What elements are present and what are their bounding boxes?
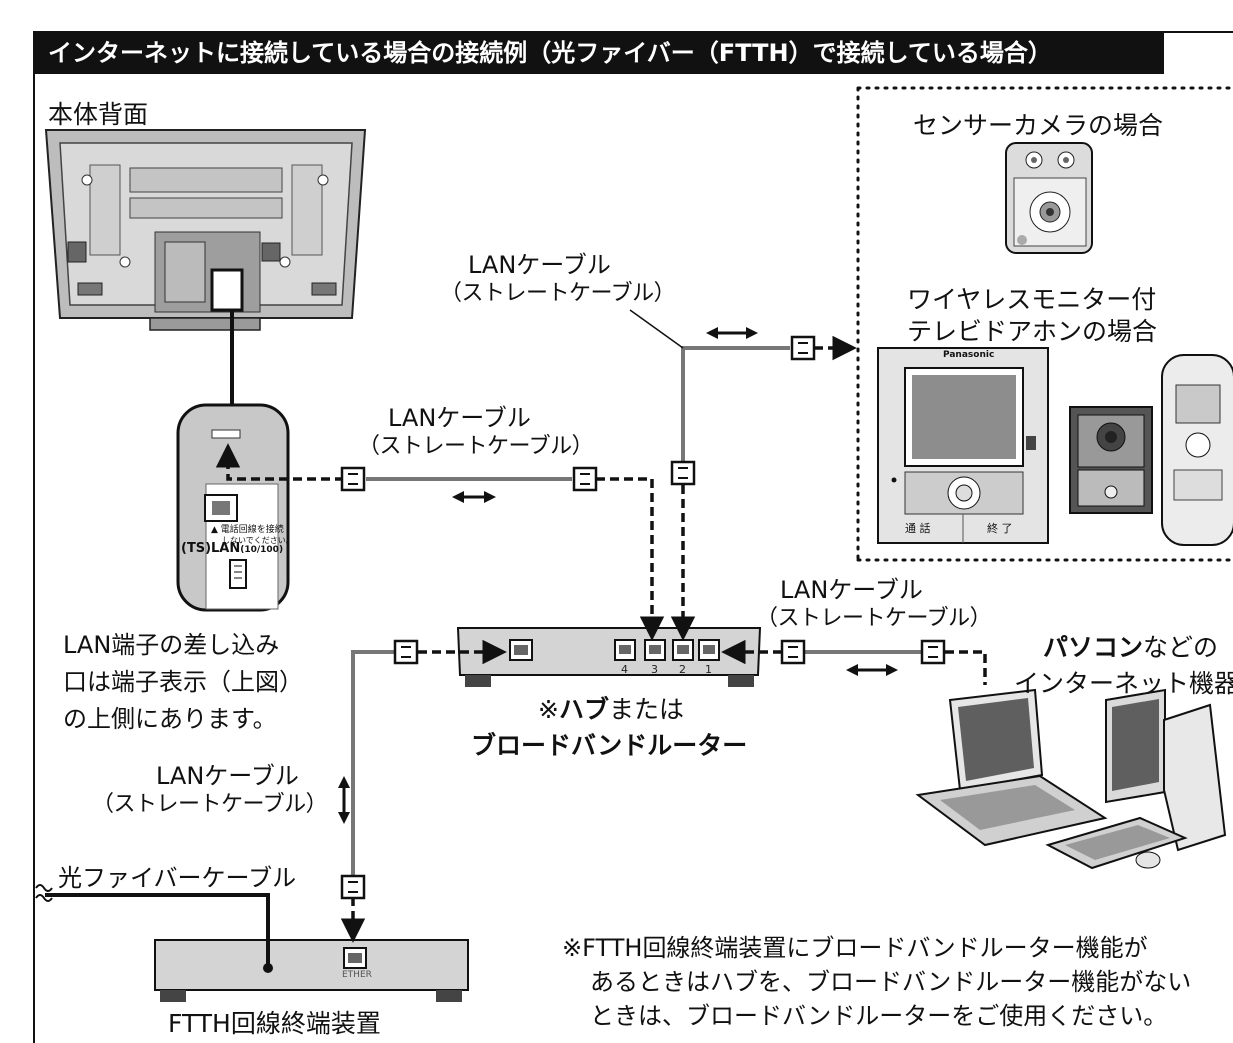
wireless-monitor-label-1: ワイヤレスモニター付 [907, 285, 1157, 314]
terminal-warning-1: ▲ 電話回線を接続 [211, 525, 284, 535]
ether-port-label: ETHER [342, 970, 372, 980]
wireless-monitor-label-2: テレビドアホンの場合 [907, 317, 1158, 346]
intercom-talk-button: 通 話 [905, 522, 931, 535]
terminal-warning-2: しないでください。 [222, 536, 294, 545]
plug-terminal-cable-left [340, 466, 366, 492]
terminal-lan-label: LAN(10/100) [211, 541, 284, 556]
plug-pc-right [920, 639, 946, 665]
hub-port-number: 3 [651, 663, 658, 676]
plug-ftth-bottom [340, 874, 366, 900]
ftth-device-label: FTTH回線終端装置 [168, 1009, 381, 1038]
lan-port-note-3: の上側にあります。 [63, 705, 277, 733]
computer-devices [915, 688, 1227, 870]
lan-port-note-2: 口は端子表示（上図） [63, 668, 303, 696]
hub-label-1: ※ハブまたは [538, 695, 684, 724]
footnote-line-1: ※FTTH回線終端装置にブロードバンドルーター機能が [562, 934, 1148, 962]
cable-sub-terminal: （ストレートケーブル） [358, 434, 594, 459]
footnote-line-3: ときは、ブロードバンドルーターをご使用ください。 [590, 1002, 1168, 1030]
pc-label-1: パソコンなどの [1043, 633, 1219, 662]
cable-label-pc: LANケーブル [780, 576, 923, 604]
plug-doorphone-right [790, 335, 816, 361]
pc-label-2: インターネット機器 [1014, 669, 1233, 698]
plug-pc-left [780, 639, 806, 665]
cable-sub-pc: （ストレートケーブル） [756, 606, 992, 631]
plug-wan-top [393, 639, 419, 665]
terminal-ts-label: (TS) [181, 541, 212, 556]
fiber-cable-line [45, 893, 270, 965]
intercom-monitor-device [877, 347, 1233, 546]
sensor-camera-device [1005, 142, 1093, 254]
doorphone-region-border [856, 86, 1233, 562]
cable-label-ftth: LANケーブル [156, 762, 299, 790]
sensor-camera-label: センサーカメラの場合 [913, 111, 1164, 140]
plug-doorphone-top [670, 460, 696, 486]
hub-port-number: 2 [679, 663, 686, 676]
plug-terminal-cable-right [572, 466, 598, 492]
cable-sub-doorphone: （ストレートケーブル） [440, 281, 676, 306]
lan-terminal-closeup [176, 403, 290, 612]
intercom-brand: Panasonic [943, 350, 995, 360]
fiber-cable-label: 光ファイバーケーブル [58, 864, 297, 892]
hub-router-device [456, 627, 762, 687]
footnote-line-2: あるときはハブを、ブロードバンドルーター機能がない [590, 968, 1192, 996]
page-title: インターネットに接続している場合の接続例（光ファイバー（FTTH）で接続している… [34, 32, 1164, 74]
tv-back-label: 本体背面 [48, 100, 149, 129]
lan-port-note-1: LAN端子の差し込み [63, 631, 280, 659]
ftth-device [154, 939, 469, 1002]
cable-label-terminal: LANケーブル [388, 404, 531, 432]
intercom-end-button: 終 了 [987, 522, 1013, 535]
hub-port-number: 1 [705, 663, 712, 676]
hub-label-2: ブロードバンドルーター [471, 731, 748, 760]
hub-port-number: 4 [621, 663, 628, 676]
tv-back-panel [44, 129, 367, 331]
cable-label-doorphone: LANケーブル [468, 251, 611, 279]
cable-sub-ftth: （ストレートケーブル） [92, 792, 328, 817]
